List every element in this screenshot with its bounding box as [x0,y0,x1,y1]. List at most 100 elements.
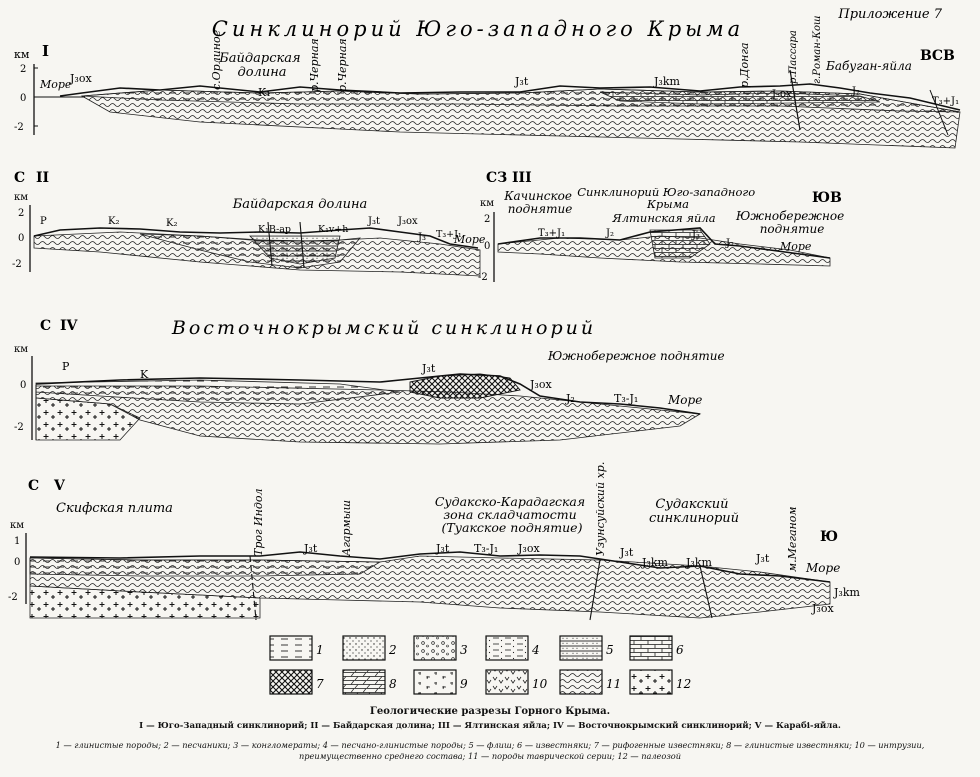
section-ii-k2a: K₂ [108,216,119,227]
section-i-j3ox-right: J₃ox [771,89,792,100]
section-iii-tick-0: 0 [484,241,490,252]
section-iii-left-direction: СЗ [486,170,507,186]
section-iv-tick-minus2: -2 [14,422,24,433]
legend-number-5: 5 [606,643,614,657]
section-i-sea: Море [39,78,72,91]
section-ii-tick-0: 0 [18,233,24,244]
section-iv-j3t: J₃t [421,362,436,375]
section-v-t3j1: T₃-J₁ [474,542,498,555]
section-v-indol: Трог Индол [252,489,265,557]
section-i: I км 2 0 -2 Море J₃ox с.Орлиное Байдарск… [14,16,961,149]
section-v-tick-1: 1 [14,536,20,547]
section-iv-left-direction: С [40,318,51,334]
section-v-sudak-zone-line3: (Туакское поднятие) [442,520,583,535]
section-v-j3t-d: J₃t [755,552,770,565]
section-i-j3t: J₃t [514,75,529,88]
section-iii-sea: Море [779,240,812,253]
section-iii-j3: J₃ [691,230,700,241]
section-v-sudak-zone: Судакско-Карадагская зона складчатости (… [435,494,589,535]
section-v-j3t-c: J₃t [619,546,634,559]
legend-number-2: 2 [388,643,397,657]
section-v-agarmysh: Агармыш [340,500,353,557]
section-v-tick-minus2: -2 [8,592,18,603]
section-ii-topography [33,227,479,249]
section-iii-yalta-limestone [649,229,711,259]
section-ii-k2b: K₂ [166,218,177,229]
section-ii-k1vh: K₁v+h [318,224,348,235]
section-iv-numeral: IV [60,318,79,334]
legend-number-4: 4 [531,643,540,657]
section-iv-title: Восточнокрымский синклинорий [171,317,596,339]
section-iv-coastal: Южнобережное поднятие [547,349,725,363]
appendix-label: Приложение 7 [837,7,942,22]
section-v-upper-layers [29,557,382,577]
section-iii-syncline-line2: Крыма [646,197,689,211]
section-iii-coastal: Южнобережное поднятие [735,209,848,236]
legend-item-11: 11 [559,669,621,695]
section-v-numeral: V [53,478,66,494]
legend-item-10: 10 [485,669,548,695]
section-iii-kacha: Качинское поднятие [503,189,576,216]
section-iii: СЗ III ЮВ км 2 0 -2 Качинское поднятие С… [478,170,848,283]
section-iv: С IV Восточнокрымский синклинорий км 0 -… [14,317,725,445]
section-ii-t3j1: T₃+J₁ [436,229,462,240]
section-ii-j3: J₃ [417,232,426,243]
section-i-j2: J₂ [851,86,860,97]
section-i-babugan: Бабуган-яйла [825,59,912,73]
section-ii-left-direction: С [14,170,25,186]
section-v-j3ox-b: J₃ox [811,602,834,615]
section-ii-j3ox: J₃ox [397,216,418,227]
legend-number-12: 12 [676,677,691,691]
legend-number-3: 3 [460,643,468,657]
section-v-sea: Море [805,561,840,575]
legend-number-10: 10 [532,677,548,691]
section-ii-baidar-valley: Байдарская долина [232,197,368,212]
section-i-limestone-cap [599,91,881,105]
legend: 1 2 3 4 5 6 7 8 [269,635,691,695]
section-v-sudak-zone-line2: зона складчатости [443,507,576,522]
section-i-chernaya-2: р.Черная [336,38,349,92]
caption-title: Геологические разрезы Горного Крыма. [369,706,611,717]
section-v-sudak-syncline: Судакский синклинорий [649,497,739,526]
legend-item-8: 8 [342,669,397,695]
section-iv-cretaceous [35,379,401,405]
legend-item-4: 4 [485,635,540,661]
section-iii-coastal-line1: Южнобережное [735,209,844,223]
section-i-tick-minus2: -2 [14,122,24,133]
section-iv-k: K [140,368,149,381]
section-i-t3j1: T₃+J₁ [932,96,959,107]
legend-item-2: 2 [342,635,397,661]
section-v-j3t-a: J₃t [303,542,318,555]
section-ii-valley-lens [249,235,341,265]
legend-number-7: 7 [316,677,324,691]
section-iii-tick-minus2: -2 [478,272,488,283]
section-iv-topography [35,373,701,415]
section-iii-right-direction: ЮВ [812,190,842,206]
section-i-topography [59,83,961,111]
section-i-j3km: J₃km [653,75,680,88]
section-v-sudak-zone-line1: Судакско-Карадагская [435,494,585,509]
section-i-k1: K₁ [258,86,271,99]
legend-item-12: 12 [629,669,691,695]
caption-legend: 1 — глинистые породы; 2 — песчаники; 3 —… [55,740,925,761]
legend-number-8: 8 [389,677,397,691]
section-v-j3ox: J₃ox [517,542,540,555]
section-iii-kacha-line2: поднятие [508,202,573,216]
section-v-uzun: Узунсуйский хр. [594,462,607,556]
section-ii-k1bap: K₁B-ap [258,224,291,235]
legend-number-6: 6 [676,643,684,657]
section-ii-axis-unit: км [14,192,28,203]
section-ii-numeral: II [36,170,49,186]
section-ii-p: P [40,216,47,227]
section-v-scyth: Скифская плита [56,501,173,516]
section-ii: С II км 2 0 -2 P K₂ K₂ Байдарская долина… [12,170,486,277]
section-v-j3km-a: J₃km [641,556,668,569]
section-i-chernaya-1: р.Черная [308,38,321,92]
section-iii-t3j1: T₃+J₁ [538,228,565,239]
caption-sections: I — Юго-Западный синклинорий; II — Байда… [139,721,841,731]
section-i-orlinoe: с.Орлиное [210,29,223,90]
section-i-tick-2: 2 [20,64,26,75]
section-i-passara: р.Пассара [788,30,799,84]
legend-item-7: 7 [269,669,324,695]
